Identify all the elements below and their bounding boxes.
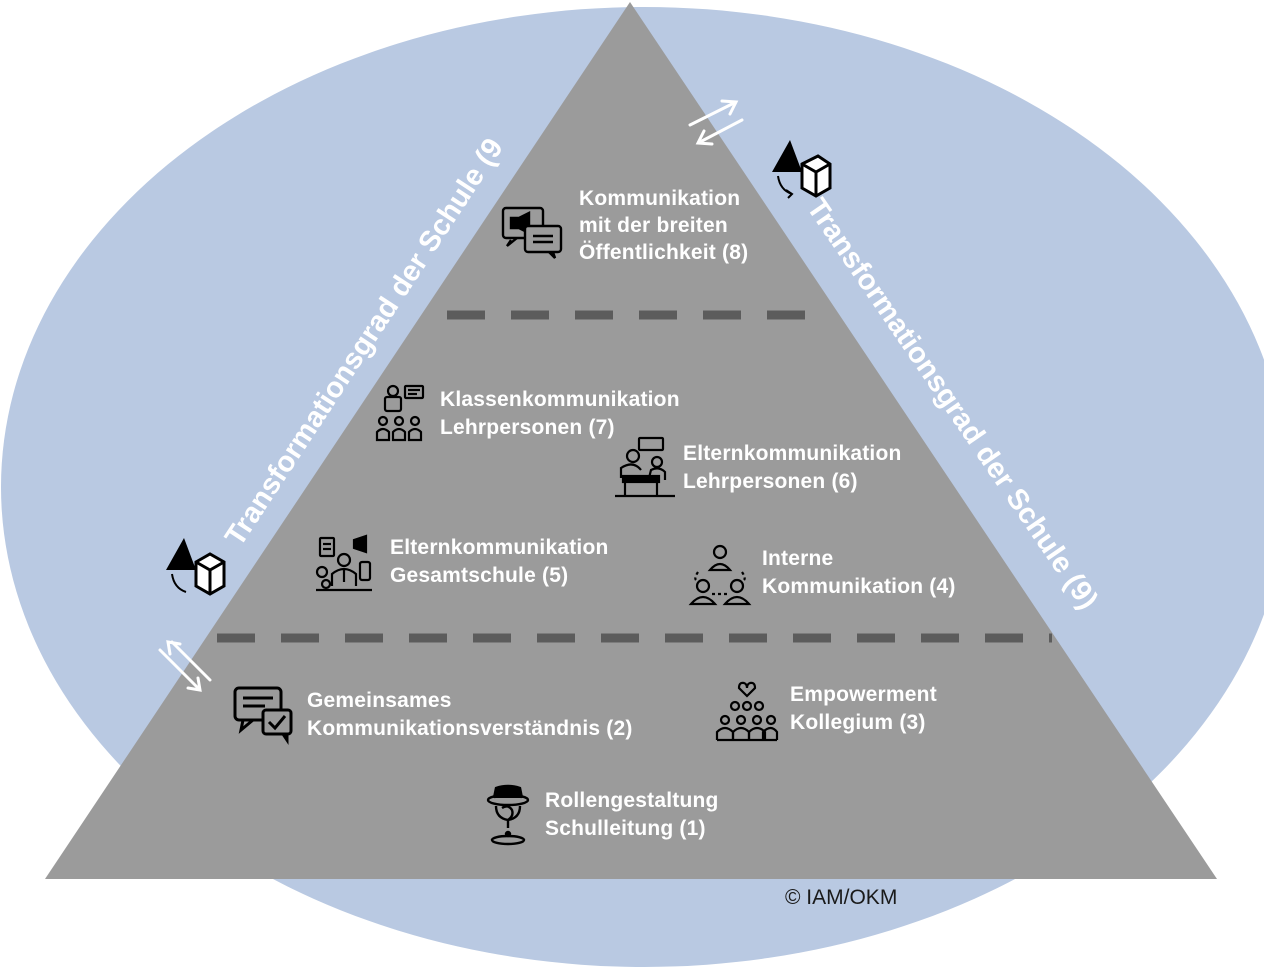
item-klassenkommunikation: Klassenkommunikation Lehrpersonen (7)	[440, 386, 680, 442]
megaphone-chat-icon	[501, 206, 563, 259]
exchange-arrows-icon	[158, 640, 212, 692]
item-line: Kollegium (3)	[790, 711, 926, 734]
transform-shapes-icon	[772, 140, 832, 199]
group-heart-icon	[715, 681, 779, 742]
item-line: Schulleitung (1)	[545, 817, 706, 840]
item-line: mit der breiten	[579, 214, 728, 237]
item-oeffentlichkeit: Kommunikation mit der breiten Öffentlich…	[579, 185, 748, 266]
item-elternkommunikation-lehrpersonen: Elternkommunikation Lehrpersonen (6)	[683, 440, 902, 496]
item-empowerment: Empowerment Kollegium (3)	[790, 681, 937, 737]
desk-meeting-icon	[615, 436, 675, 498]
item-line: Lehrpersonen (6)	[683, 470, 858, 493]
hat-person-icon	[486, 784, 530, 846]
multichannel-person-icon	[315, 534, 372, 592]
item-line: Rollengestaltung	[545, 789, 719, 812]
copyright-notice: © IAM/OKM	[785, 886, 898, 909]
item-gemeinsames-verstaendnis: Gemeinsames Kommunikationsverständnis (2…	[307, 687, 633, 743]
item-line: Empowerment	[790, 683, 937, 706]
item-line: Gemeinsames	[307, 689, 452, 712]
pyramid	[45, 2, 1217, 879]
item-line: Kommunikation (4)	[762, 575, 956, 598]
item-line: Öffentlichkeit (8)	[579, 241, 749, 264]
item-interne-kommunikation: Interne Kommunikation (4)	[762, 545, 956, 601]
item-line: Elternkommunikation	[683, 442, 902, 465]
teacher-class-icon	[375, 384, 425, 442]
item-line: Lehrpersonen (7)	[440, 416, 615, 439]
transform-shapes-icon	[166, 538, 226, 596]
exchange-arrows-icon	[688, 99, 744, 146]
item-line: Kommunikation	[579, 187, 741, 210]
item-rollengestaltung: Rollengestaltung Schulleitung (1)	[545, 787, 719, 843]
chat-check-icon	[233, 686, 293, 745]
item-line: Gesamtschule (5)	[390, 564, 569, 587]
item-line: Elternkommunikation	[390, 536, 609, 559]
team-circle-icon	[688, 544, 752, 606]
item-line: Klassenkommunikation	[440, 388, 680, 411]
item-line: Kommunikationsverständnis (2)	[307, 717, 633, 740]
item-elternkommunikation-gesamtschule: Elternkommunikation Gesamtschule (5)	[390, 534, 609, 590]
item-line: Interne	[762, 547, 834, 570]
